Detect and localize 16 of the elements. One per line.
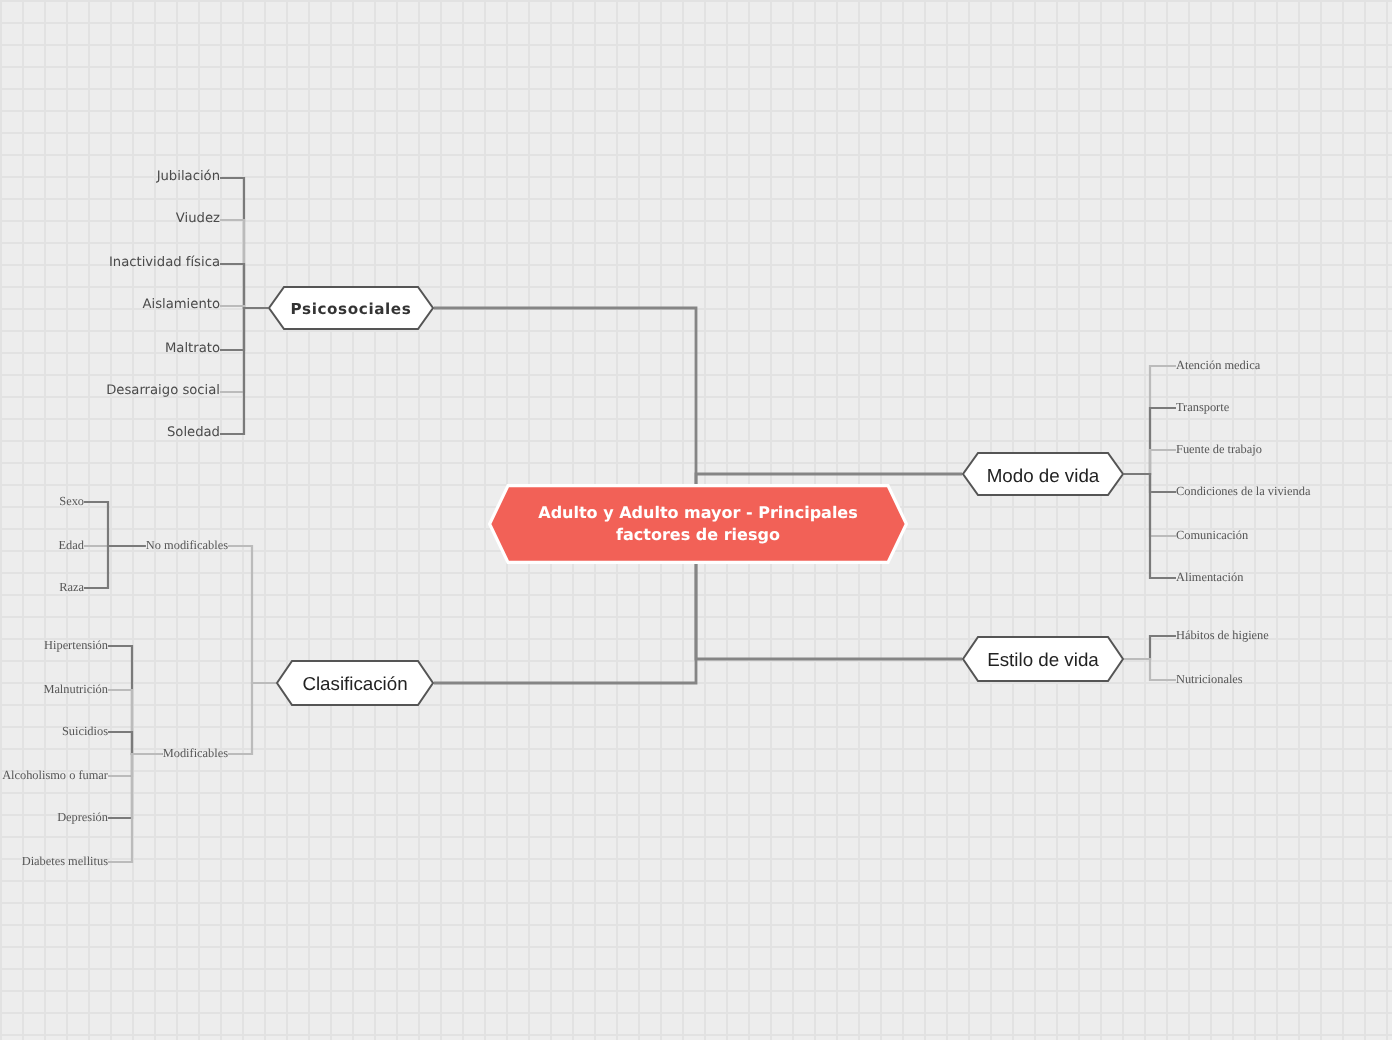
central-topic-hexagon — [488, 484, 908, 564]
topic-hexagon — [268, 286, 434, 330]
connector-line — [1124, 657, 1176, 682]
central-topic-title: Adulto y Adulto mayor - Principales factores de riesgo — [536, 502, 860, 546]
topic-hexagon — [276, 660, 434, 706]
connector-line — [84, 544, 146, 590]
topic-hexagon — [962, 452, 1124, 496]
connector-line — [108, 752, 163, 864]
topic-hexagon — [962, 636, 1124, 682]
topic-label: Modo de vida — [986, 463, 1100, 485]
connector-line — [694, 564, 962, 661]
connector-line — [228, 681, 276, 756]
topic-label: Clasificación — [302, 672, 408, 694]
connector-line — [694, 472, 962, 484]
connector-line — [220, 306, 268, 436]
topic-label: Estilo de vida — [987, 648, 1099, 670]
